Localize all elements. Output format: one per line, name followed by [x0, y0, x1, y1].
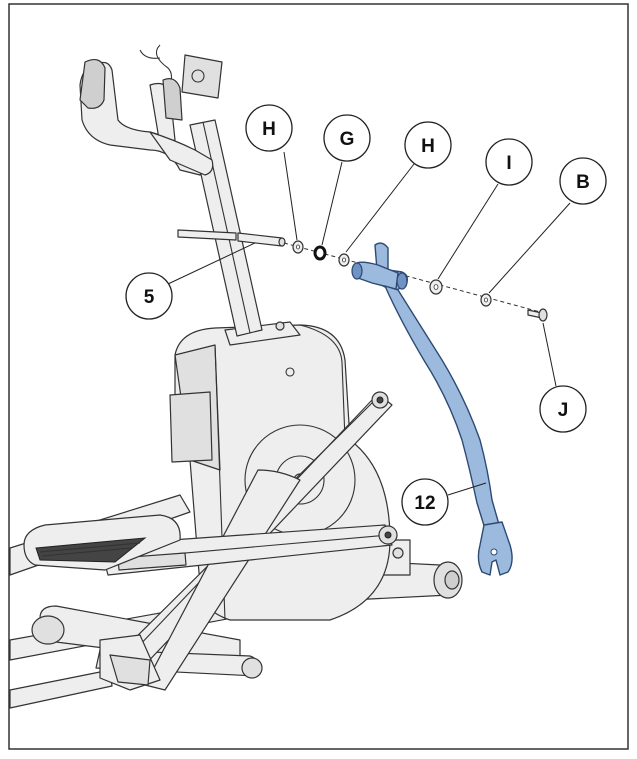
svg-text:5: 5: [144, 287, 155, 308]
callout-j: J: [539, 322, 587, 433]
svg-text:I: I: [506, 153, 511, 174]
svg-text:B: B: [576, 172, 590, 193]
callout-5: 5: [125, 242, 256, 320]
svg-text:H: H: [421, 136, 435, 157]
spring-washer-g: [313, 245, 327, 261]
svg-text:12: 12: [414, 493, 435, 514]
hardware-stack: [283, 240, 548, 322]
upper-handlebar: [79, 58, 214, 176]
handlebar-arm-12: [351, 242, 513, 576]
callout-i: I: [437, 138, 533, 280]
axle-shaft-5: [237, 232, 286, 247]
svg-text:H: H: [262, 119, 276, 140]
callout-h-left: H: [245, 104, 298, 241]
callout-h-right: H: [345, 121, 452, 253]
foot-pedal: [23, 514, 181, 571]
callout-12: 12: [401, 478, 487, 526]
svg-text:G: G: [340, 129, 355, 150]
svg-text:J: J: [558, 400, 569, 421]
elliptical-machine: [9, 44, 463, 709]
bolt-j: [527, 308, 548, 322]
callout-g: G: [321, 114, 371, 246]
assembly-axis-line: [283, 242, 545, 314]
front-stabilizer: [339, 539, 463, 601]
callout-b: B: [488, 157, 607, 294]
diagram-border: [8, 3, 629, 750]
